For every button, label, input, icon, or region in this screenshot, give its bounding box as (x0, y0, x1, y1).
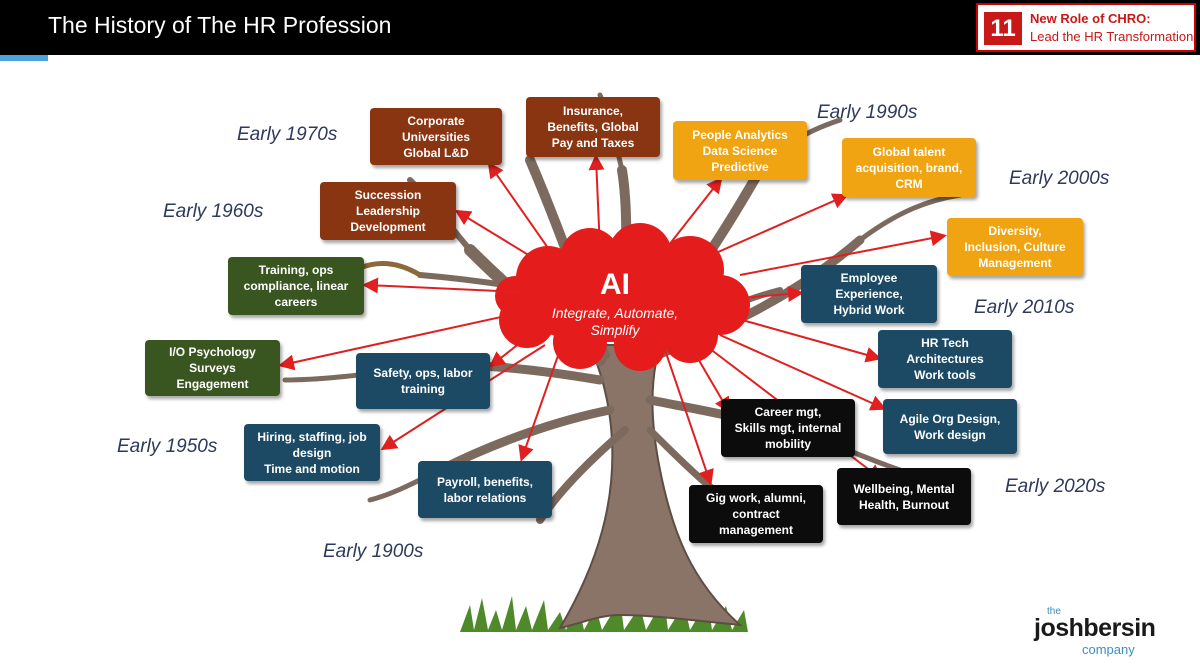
box-safety-ops: Safety, ops, labor training (356, 353, 490, 409)
box-line: HR Tech (921, 336, 969, 350)
box-corporate-universities: Corporate Universities Global L&D (370, 108, 502, 165)
box-line: Safety, ops, labor (373, 366, 473, 380)
box-global-talent: Global talent acquisition, brand, CRM (842, 138, 976, 197)
box-line: design (292, 445, 332, 460)
ai-subtitle-line1: Integrate, Automate, (551, 305, 679, 321)
box-line: training (401, 382, 445, 396)
logo-the: the (1047, 606, 1061, 617)
era-label-2000s: Early 2000s (1009, 168, 1110, 189)
box-line: Pay and Taxes (551, 136, 635, 150)
box-line: Work design (914, 427, 986, 442)
box-wellbeing: Wellbeing, Mental Health, Burnout (837, 468, 971, 525)
box-line: Succession (354, 188, 422, 202)
era-label-1950s: Early 1950s (117, 436, 218, 457)
box-line: Work tools (914, 368, 976, 382)
box-line: Hybrid Work (833, 303, 905, 317)
box-succession: Succession Leadership Development (320, 182, 456, 240)
box-career-mgt: Career mgt, Skills mgt, internal mobilit… (721, 399, 855, 457)
chapter-title-line2: Lead the HR Transformation (1030, 29, 1194, 44)
box-line: mobility (764, 437, 811, 451)
box-line: Wellbeing, Mental (853, 481, 955, 496)
box-line: Insurance, (562, 104, 624, 118)
box-line: Time and motion (264, 461, 360, 476)
era-label-1960s: Early 1960s (163, 201, 264, 222)
box-line: acquisition, brand, (855, 160, 963, 175)
box-line: careers (274, 295, 318, 309)
tree-trunk (557, 344, 743, 630)
box-line: Engagement (176, 377, 249, 391)
logo-company: company (1082, 642, 1135, 657)
box-line: Diversity, (988, 224, 1042, 238)
box-line: compliance, linear (243, 279, 349, 293)
box-line: Payroll, benefits, (436, 474, 534, 489)
era-label-2010s: Early 2010s (974, 297, 1075, 318)
box-people-analytics: People Analytics Data Science Predictive (673, 121, 807, 180)
box-line: I/O Psychology (169, 345, 256, 359)
grass (460, 596, 748, 632)
box-payroll-benefits: Payroll, benefits, labor relations (418, 461, 552, 518)
box-line: CRM (895, 176, 923, 191)
box-line: Hiring, staffing, job (257, 429, 367, 444)
era-label-1900s: Early 1900s (323, 541, 424, 562)
logo-name: joshbersin (1034, 614, 1156, 642)
box-line: Global L&D (403, 145, 469, 160)
chapter-title-line1: New Role of CHRO: (1030, 11, 1151, 26)
box-line: Benefits, Global (547, 120, 639, 134)
box-line: Universities (401, 129, 471, 144)
box-line: management (718, 523, 794, 537)
ai-subtitle-line2: Simplify (590, 322, 640, 338)
box-hiring-staffing: Hiring, staffing, job design Time and mo… (244, 424, 380, 481)
box-line: Data Science (702, 143, 778, 158)
box-employee-experience: Employee Experience, Hybrid Work (801, 265, 937, 323)
arrows (278, 154, 947, 486)
box-line: Agile Org Design, (899, 411, 1001, 426)
era-label-1970s: Early 1970s (237, 124, 338, 145)
era-label-1990s: Early 1990s (817, 102, 918, 123)
page-title: The History of The HR Profession (48, 12, 392, 38)
ai-cloud (495, 223, 750, 371)
box-line: contract (732, 507, 780, 521)
box-line: Leadership (355, 204, 421, 218)
box-diversity: Diversity, Inclusion, Culture Management (947, 218, 1083, 276)
box-line: labor relations (443, 490, 527, 505)
box-insurance-benefits: Insurance, Benefits, Global Pay and Taxe… (526, 97, 660, 157)
box-line: Development (350, 220, 426, 234)
box-line: Surveys (189, 361, 236, 375)
box-line: Gig work, alumni, (705, 491, 806, 505)
box-gig-work: Gig work, alumni, contract management (689, 485, 823, 543)
box-line: Employee (840, 271, 898, 285)
box-line: Corporate (407, 113, 465, 128)
box-line: Architectures (906, 352, 984, 366)
box-line: Inclusion, Culture (964, 240, 1066, 254)
box-line: Experience, (835, 287, 903, 301)
box-line: Management (978, 256, 1052, 270)
box-line: Health, Burnout (859, 497, 949, 512)
box-training-ops: Training, ops compliance, linear careers (228, 257, 364, 315)
box-agile-org-design: Agile Org Design, Work design (883, 399, 1017, 454)
box-line: Global talent (872, 144, 946, 159)
box-line: Predictive (711, 159, 769, 174)
ai-title: AI (600, 268, 630, 301)
box-io-psychology: I/O Psychology Surveys Engagement (145, 340, 280, 396)
chapter-badge: 11 New Role of CHRO: Lead the HR Transfo… (976, 3, 1196, 52)
box-line: Training, ops (258, 263, 334, 277)
box-line: Career mgt, (754, 405, 822, 419)
chapter-number: 11 (984, 12, 1022, 45)
era-label-2020s: Early 2020s (1005, 476, 1106, 497)
joshbersin-logo: the joshbersin company (1034, 606, 1164, 662)
ai-subtitle: Integrate, Automate, Simplify (545, 305, 685, 339)
box-line: People Analytics (692, 127, 788, 142)
header-accent-stripe (0, 55, 48, 61)
box-hr-tech: HR Tech Architectures Work tools (878, 330, 1012, 388)
box-line: Skills mgt, internal (734, 421, 842, 435)
